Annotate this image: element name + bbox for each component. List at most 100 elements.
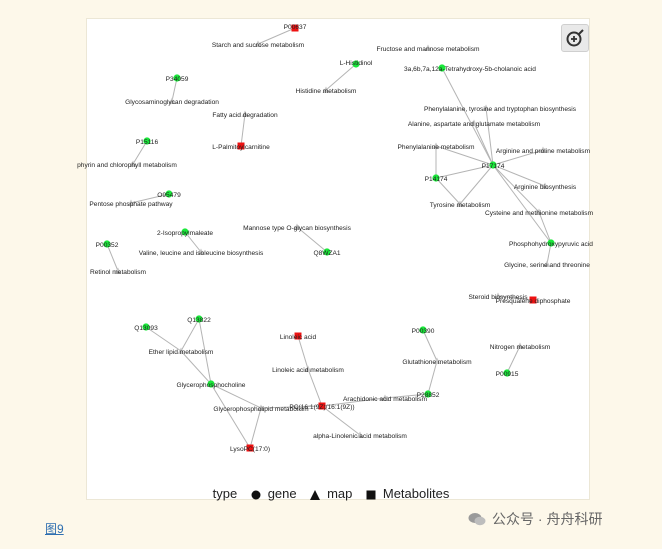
edge-phemet-p17174 <box>435 145 494 166</box>
node-o95479[interactable] <box>165 190 173 198</box>
node-argpro[interactable] <box>539 146 547 154</box>
edge-p17174-tyrmet <box>459 164 494 205</box>
node-q13822[interactable] <box>195 315 203 323</box>
edge-p14174-p17174 <box>435 164 494 179</box>
node-p28852[interactable] <box>424 390 432 398</box>
node-p00390[interactable] <box>419 326 427 334</box>
node-label-pc16: PC(16:1(9Z)/16:1(9Z)) <box>289 404 354 411</box>
node-arach[interactable] <box>381 394 389 402</box>
node-glutath[interactable] <box>433 357 441 365</box>
node-pc16[interactable] <box>318 402 326 410</box>
node-q8wza1[interactable] <box>323 248 331 256</box>
node-porphyrin[interactable] <box>129 160 137 168</box>
node-tetrahyd[interactable] <box>438 64 446 72</box>
node-glycerophos[interactable] <box>207 380 215 388</box>
node-gplmet[interactable] <box>257 404 265 412</box>
node-phemet[interactable] <box>432 142 440 150</box>
node-argbio[interactable] <box>541 182 549 190</box>
edge-phetyr-p17174 <box>485 107 494 166</box>
node-histmet[interactable] <box>322 86 330 94</box>
node-nitrogen[interactable] <box>516 342 524 350</box>
node-lhist[interactable] <box>352 60 360 68</box>
node-phetyr[interactable] <box>482 104 490 112</box>
node-label-ether: Ether lipid metabolism <box>149 349 214 356</box>
node-label-p14174: P14174 <box>425 176 448 183</box>
node-label-p00637: P00637 <box>284 24 307 31</box>
node-fattyacid[interactable] <box>241 110 249 118</box>
edge-argbio-p17174 <box>492 164 546 187</box>
node-p00352[interactable] <box>103 240 111 248</box>
node-glycosam[interactable] <box>168 97 176 105</box>
node-label-alaasp: Alanine, aspartate and glutamate metabol… <box>408 121 541 128</box>
node-linmet[interactable] <box>304 365 312 373</box>
edge-linoleic-linmet <box>297 335 309 370</box>
edge-isopropyl-valleu <box>184 231 202 253</box>
edge-p00915-nitrogen <box>506 345 521 374</box>
node-alaasp[interactable] <box>470 119 478 127</box>
node-label-mannoseo: Mannose type O-glycan biosynthesis <box>243 225 351 232</box>
node-mannoseo[interactable] <box>293 223 301 231</box>
edge-mannoseo-q8wza1 <box>296 226 328 253</box>
edge-p15116-porphyrin <box>132 140 148 165</box>
node-label-q13822: Q13822 <box>187 317 211 324</box>
edge-p00352-retinol <box>106 243 119 272</box>
legend-metabolites: Metabolites <box>382 486 450 501</box>
node-label-steroid: Steroid biosynthesis <box>468 294 528 301</box>
node-label-cysmet: Cysteine and methionine metabolism <box>485 210 594 217</box>
node-isopropyl[interactable] <box>181 228 189 236</box>
node-label-p15116: P15116 <box>136 139 159 146</box>
node-label-lpalm: L-Palmitoylcarnitine <box>212 144 270 151</box>
node-lpalm[interactable] <box>237 142 245 150</box>
edge-p00390-glutath <box>422 329 438 362</box>
edge-cysmet-p17174 <box>492 164 540 213</box>
node-fructose[interactable] <box>424 44 432 52</box>
legend-title: type <box>212 486 238 501</box>
edge-pc16-arach <box>321 397 386 407</box>
node-q13093[interactable] <box>142 323 150 331</box>
node-label-argpro: Arginine and proline metabolism <box>496 148 591 155</box>
node-p15116[interactable] <box>143 137 151 145</box>
edge-gplmet-lysopc <box>249 407 262 449</box>
node-retinol[interactable] <box>114 267 122 275</box>
node-tyrmet[interactable] <box>456 200 464 208</box>
zoom-button[interactable] <box>561 24 589 52</box>
edge-steroid-presq <box>497 295 534 301</box>
node-presq[interactable] <box>529 296 537 304</box>
edge-p14174-tyrmet <box>435 177 461 205</box>
edge-linmet-pc16 <box>307 368 323 407</box>
edge-p28852-glutath <box>427 360 438 395</box>
node-p34059[interactable] <box>173 74 181 82</box>
node-p14174[interactable] <box>432 174 440 182</box>
node-p00915[interactable] <box>503 369 511 377</box>
node-label-gplmet: Glycerophospholipid metabolism <box>213 406 309 413</box>
figure-caption[interactable]: 图9 <box>45 522 64 536</box>
node-p17174[interactable] <box>489 161 497 169</box>
node-linoleic[interactable] <box>294 332 302 340</box>
node-label-p34059: P34059 <box>166 76 189 83</box>
node-valleu[interactable] <box>197 248 205 256</box>
node-ether[interactable] <box>177 347 185 355</box>
node-label-phpyr: Phosphohydroxypyruvic acid <box>509 241 593 248</box>
node-pentose[interactable] <box>127 199 135 207</box>
network-figure <box>86 18 590 500</box>
node-phpyr[interactable] <box>547 239 555 247</box>
node-starch[interactable] <box>254 40 262 48</box>
edge-o95479-pentose <box>130 193 170 204</box>
edge-pc16-alphalin <box>321 405 361 436</box>
node-p00637[interactable] <box>291 24 299 32</box>
node-glyser[interactable] <box>543 260 551 268</box>
node-label-histmet: Histidine metabolism <box>296 88 357 95</box>
node-alphalin[interactable] <box>356 431 364 439</box>
node-lysopc[interactable] <box>246 444 254 452</box>
node-label-tyrmet: Tyrosine metabolism <box>430 202 491 209</box>
node-label-linmet: Linoleic acid metabolism <box>272 367 344 374</box>
edge-argpro-p17174 <box>492 149 544 166</box>
node-label-q13093: Q13093 <box>134 325 158 332</box>
edge-q13093-ether <box>145 326 182 352</box>
node-label-nitrogen: Nitrogen metabolism <box>490 344 551 351</box>
node-cysmet[interactable] <box>535 208 543 216</box>
node-label-glycosam: Glycosaminoglycan degradation <box>125 99 219 106</box>
node-label-linoleic: Linoleic acid <box>280 334 317 341</box>
node-steroid[interactable] <box>494 292 502 300</box>
node-label-phetyr: Phenylalanine, tyrosine and tryptophan b… <box>424 106 577 113</box>
